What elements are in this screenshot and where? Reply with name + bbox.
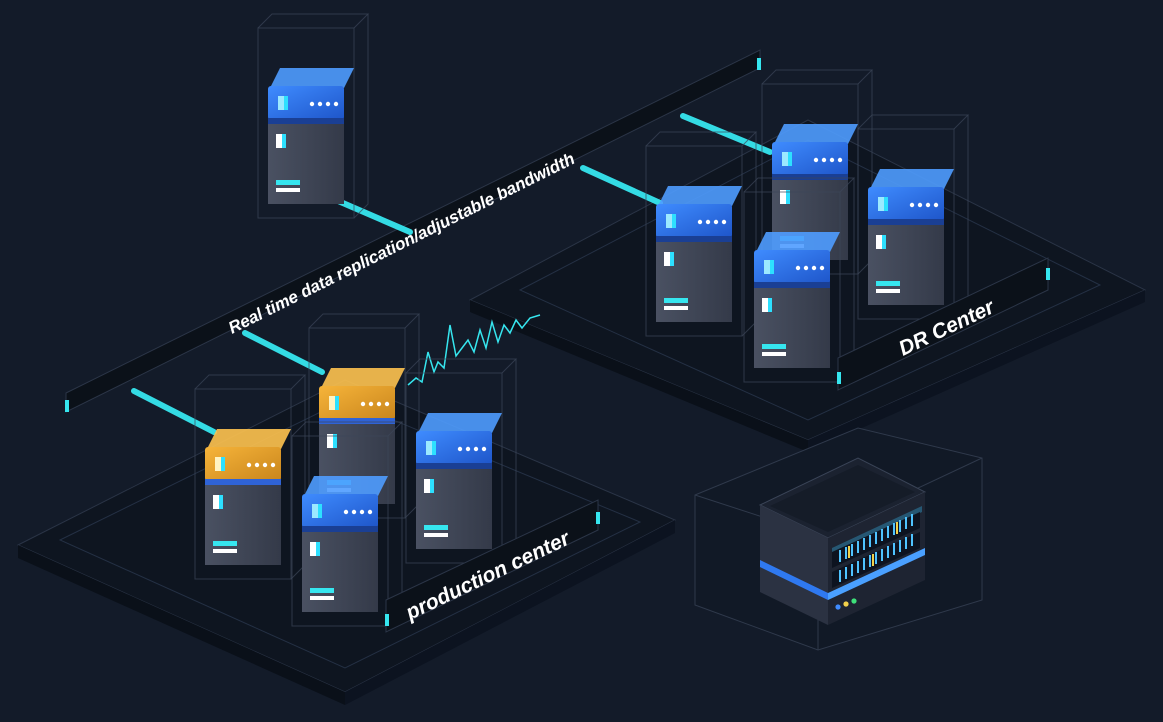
- waveform-icon: [407, 314, 541, 386]
- storage-drive-rows: [832, 512, 920, 588]
- replication-band: [65, 49, 761, 413]
- storage-rack-icon: [758, 457, 927, 625]
- source-server: [257, 13, 369, 219]
